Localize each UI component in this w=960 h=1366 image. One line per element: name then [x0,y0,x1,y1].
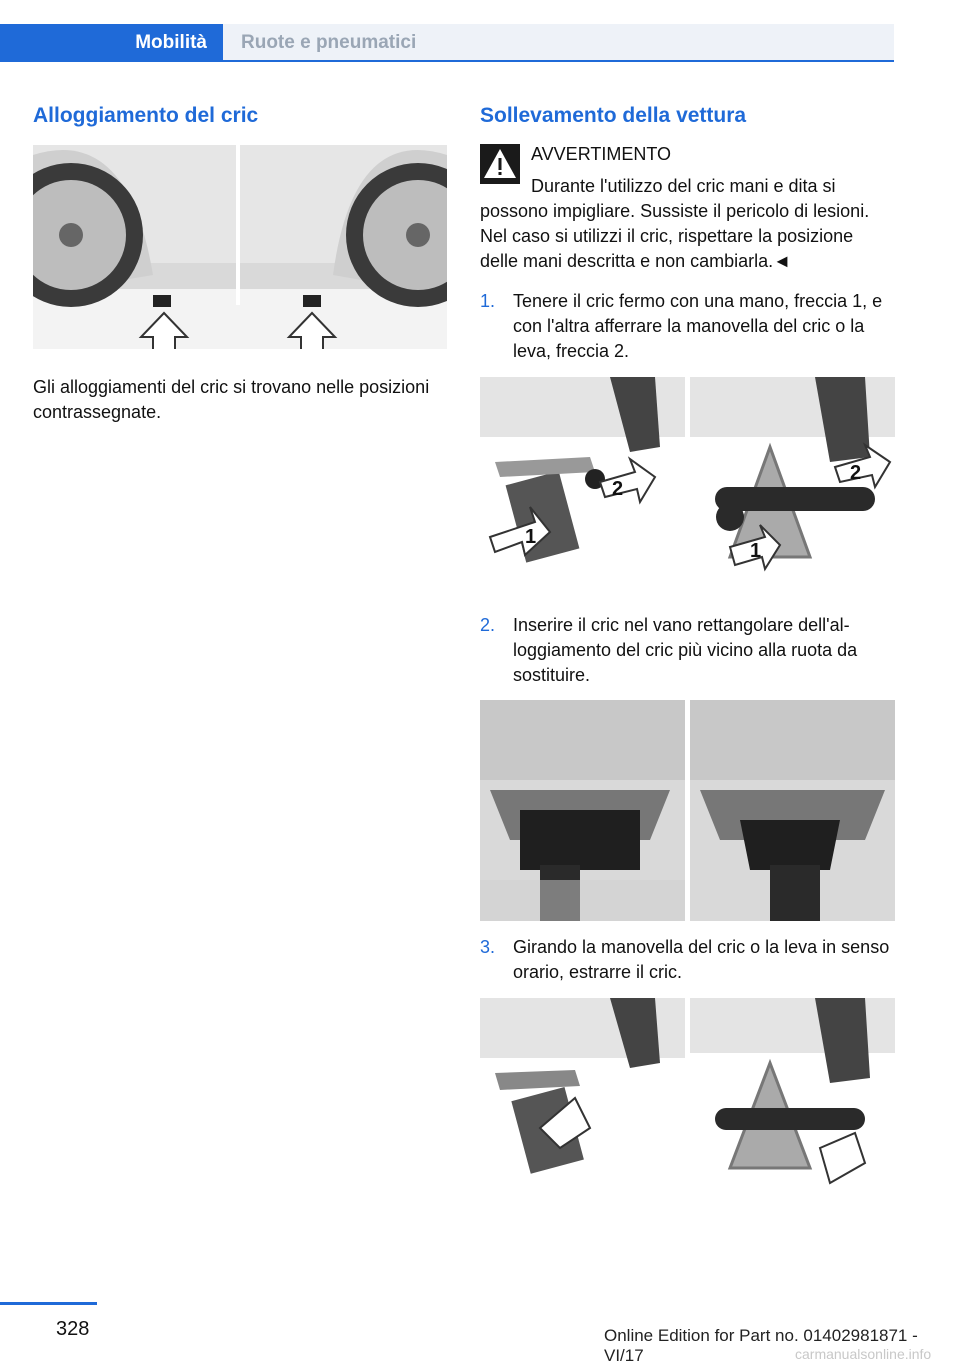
step-text: Inserire il cric nel vano rettangolare d… [513,615,858,685]
edition-text: Online Edition for Part no. 01402981871 … [604,1326,918,1365]
warning-triangle-icon [480,144,520,184]
arrow-label-1: 1 [525,526,536,548]
warning-text: Durante l'utilizzo del cric mani e dita … [480,176,870,271]
arrow-label-1: 1 [750,540,761,562]
step1-photo: 1 2 1 2 [480,377,895,585]
warning-heading: AVVERTIMENTO [531,144,672,164]
tab-mobilita: Mobilità [0,24,223,61]
jack-points-photo [33,145,447,349]
step-text: Tenere il cric fermo con una mano, frec­… [513,291,883,361]
step-text: Girando la manovella del cric o la leva … [513,937,890,982]
arrow-label-2: 2 [850,462,861,484]
page-header: Mobilità Ruote e pneumatici [0,0,960,62]
arrow-label-2: 2 [612,478,623,500]
step-number: 2. [480,615,496,635]
watermark: carmanualsonline.info [795,1346,932,1362]
header-divider [0,60,894,62]
step2-photo [480,700,895,921]
jack-points-caption: Gli alloggiamenti del cric si trovano ne… [33,377,430,422]
step-number: 3. [480,937,496,957]
page-number: 328 [56,1318,90,1340]
section-title-alloggiamento: Alloggiamento del cric [33,104,259,127]
section-title-sollevamento: Sollevamento della vettura [480,104,747,127]
tab-ruote-e-pneumatici: Ruote e pneumatici [223,24,894,61]
step-number: 1. [480,291,496,311]
step3-photo [480,998,895,1194]
footer-divider [0,1302,97,1305]
